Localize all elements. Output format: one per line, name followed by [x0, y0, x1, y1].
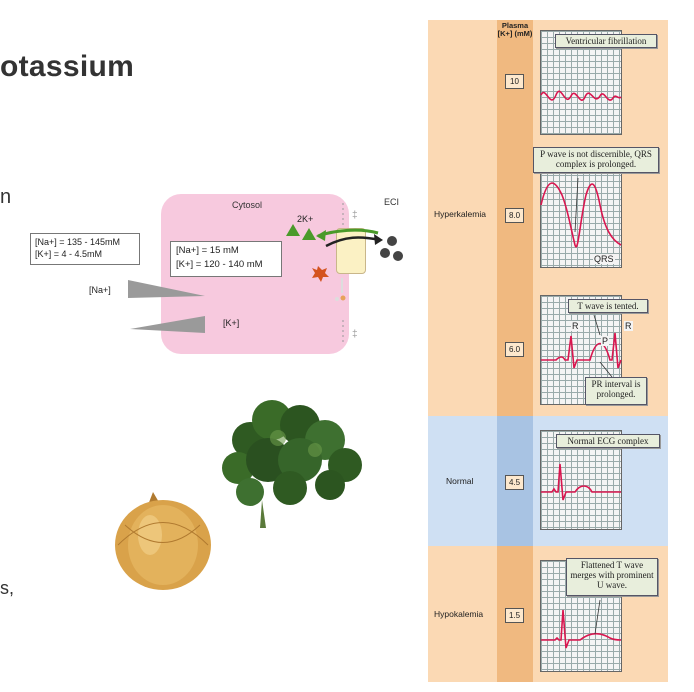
hypokalemia-label: Hypokalemia [434, 609, 484, 619]
pump-ion-label: 2K+ [297, 214, 314, 224]
channel-mark: ‡ [352, 210, 358, 221]
text-fragment: s, [0, 578, 15, 598]
wave-tag-r: R [571, 321, 580, 331]
k-value-box: 10 [505, 74, 524, 89]
normal-label: Normal [446, 476, 474, 486]
k-value-box: 4.5 [505, 475, 524, 490]
k-ion-triangle [286, 224, 300, 236]
na-ion [387, 236, 397, 246]
phosphate [335, 297, 339, 301]
k-gradient-wedge [130, 316, 205, 333]
cytosol-label: Cytosol [231, 200, 262, 210]
callout-pointer [574, 177, 579, 233]
k-ion-triangle [302, 228, 316, 240]
na-gradient-label: [Na+] [89, 285, 111, 295]
phosphate [340, 295, 346, 301]
na-gradient-wedge [128, 280, 205, 298]
intracellular-k: [K+] = 120 - 140 mM [176, 259, 263, 270]
k-value-box: 8.0 [505, 208, 524, 223]
callout-pointer [594, 599, 601, 635]
callout-pointer [599, 361, 613, 378]
callout-6-twave: T wave is tented. [568, 299, 648, 313]
wave-tag-r: R [624, 321, 633, 331]
na-ion [380, 248, 390, 258]
k-value-box: 6.0 [505, 342, 524, 357]
callout-vfib: Ventricular fibrillation [555, 34, 657, 48]
intracellular-na: [Na+] = 15 mM [176, 245, 239, 256]
ecf-label: ECI [384, 197, 400, 207]
callout-hypo: Flattened T wave merges with prominent U… [566, 558, 658, 596]
channel-mark: ‡ [352, 329, 358, 340]
na-ion [393, 251, 403, 261]
kale-icon [222, 400, 362, 528]
extracellular-concentration-box: [Na+] = 135 - 145mM [K+] = 4 - 4.5mM [30, 233, 140, 265]
atp-star [312, 266, 329, 282]
callout-6-pr: PR interval is prolonged. [585, 377, 647, 405]
na-k-pump [336, 228, 366, 274]
callout-8: P wave is not discernible, QRS complex i… [533, 147, 659, 173]
k-value-box: 1.5 [505, 608, 524, 623]
wave-tag-qrs: QRS [593, 254, 615, 264]
extracellular-na: [Na+] = 135 - 145mM [35, 237, 121, 247]
k-import-arrowhead [316, 230, 326, 241]
onion-icon [115, 492, 211, 590]
ecg-strip [540, 30, 622, 135]
callout-normal: Normal ECG complex [556, 434, 660, 448]
extracellular-k: [K+] = 4 - 4.5mM [35, 249, 103, 259]
k-gradient-label: [K+] [223, 318, 240, 328]
callout-pointer [593, 314, 601, 336]
ecg-trace-hypo [541, 609, 622, 649]
wave-tag-p: P [601, 336, 610, 346]
ecg-trace-6 [541, 332, 622, 369]
plasma-k-header: Plasma [K+] (mM) [497, 21, 533, 38]
text-fragment: n [0, 186, 12, 208]
intracellular-concentration-box: [Na+] = 15 mM [K+] = 120 - 140 mM [170, 241, 282, 277]
na-export-arrowhead [374, 234, 383, 245]
slide-title: otassium [0, 50, 135, 83]
ecg-trace-8 [540, 182, 622, 248]
hyperkalemia-label: Hyperkalemia [434, 209, 486, 219]
ecg-trace-normal [541, 463, 621, 501]
ecg-trace-vfib [540, 90, 622, 101]
